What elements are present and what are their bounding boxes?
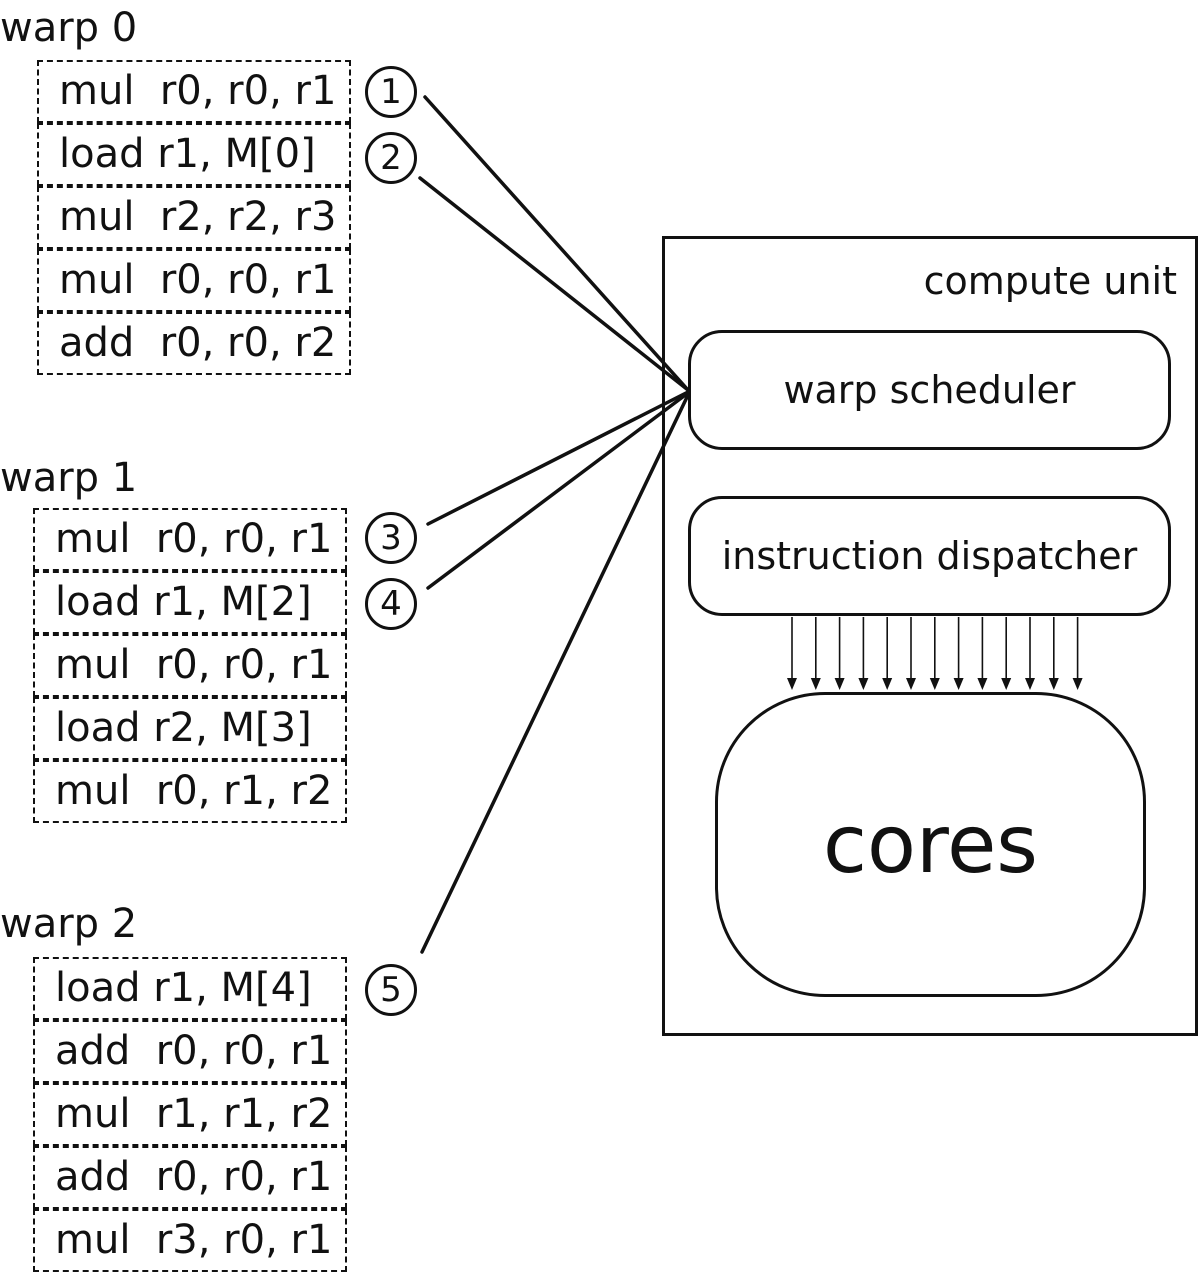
warp-2-instruction-2: add r0, r0, r1 [33, 1020, 347, 1083]
connector-5 [420, 393, 690, 954]
connector-4 [426, 391, 690, 590]
warp-1-instruction-3: mul r0, r0, r1 [33, 634, 347, 697]
dispatch-arrows [787, 617, 1083, 690]
warp-0-instruction-5: add r0, r0, r2 [37, 312, 351, 375]
warp-scheduler-label: warp scheduler [783, 368, 1076, 412]
warp-0-instruction-2: load r1, M[0] [37, 123, 351, 186]
cores-box: cores [715, 692, 1146, 997]
warp-2-instruction-1: load r1, M[4] [33, 957, 347, 1020]
dispatch-arrowhead [1048, 678, 1059, 690]
dispatch-arrowhead [906, 678, 916, 690]
order-badge-3: 3 [365, 512, 417, 564]
cores-label: cores [823, 798, 1038, 891]
warp-0-title: warp 0 [0, 5, 138, 51]
instruction-dispatcher-label: instruction dispatcher [721, 534, 1138, 578]
warp-2-instruction-4: add r0, r0, r1 [33, 1146, 347, 1209]
warp-1-instruction-1: mul r0, r0, r1 [33, 508, 347, 571]
order-badge-5: 5 [365, 964, 417, 1016]
warp-2-instruction-3: mul r1, r1, r2 [33, 1083, 347, 1146]
dispatch-arrowhead [787, 678, 797, 690]
warp-0-instruction-3: mul r2, r2, r3 [37, 186, 351, 249]
compute-unit-title: compute unit [923, 259, 1177, 303]
instruction-dispatcher-box: instruction dispatcher [688, 496, 1171, 616]
warp-1-instruction-5: mul r0, r1, r2 [33, 760, 347, 823]
dispatch-arrowhead [1001, 678, 1012, 690]
order-badge-1: 1 [365, 66, 417, 118]
warp-scheduler-box: warp scheduler [688, 330, 1171, 450]
dispatch-arrowhead [882, 678, 893, 690]
warp-2-instruction-5: mul r3, r0, r1 [33, 1209, 347, 1272]
dispatch-arrowhead [977, 678, 988, 690]
order-badge-2: 2 [365, 132, 417, 184]
warp-1-instruction-2: load r1, M[2] [33, 571, 347, 634]
warp-0-instruction-4: mul r0, r0, r1 [37, 249, 351, 312]
compute-unit-box: compute unit [662, 236, 1198, 1036]
dispatch-arrowhead [953, 678, 964, 690]
warp-0-instruction-1: mul r0, r0, r1 [37, 60, 351, 123]
connector-1 [423, 95, 690, 392]
dispatch-arrowhead [1072, 678, 1083, 690]
warp-1-title: warp 1 [0, 455, 138, 501]
order-badge-4: 4 [365, 578, 417, 630]
connector-3 [426, 390, 690, 526]
connector-2 [418, 176, 690, 392]
dispatch-arrowhead [810, 678, 821, 690]
warp-1-instruction-4: load r2, M[3] [33, 697, 347, 760]
dispatch-arrowhead [858, 678, 869, 690]
dispatch-arrowhead [834, 678, 845, 690]
dispatch-arrowhead [1025, 678, 1035, 690]
dispatch-arrowhead [929, 678, 940, 690]
warp-2-title: warp 2 [0, 901, 138, 947]
